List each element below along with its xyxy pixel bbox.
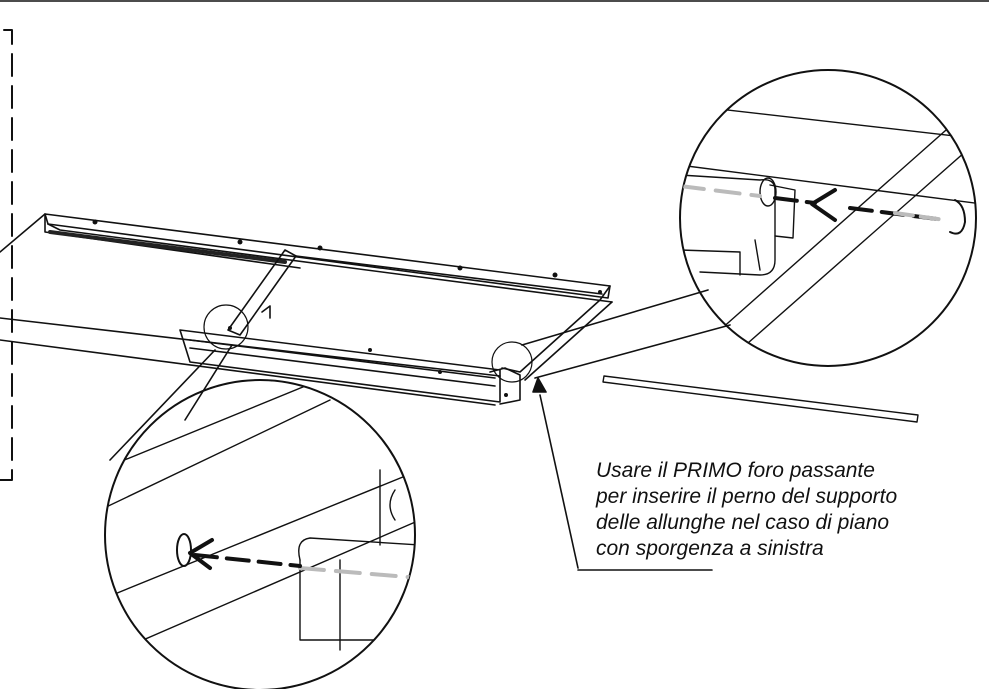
arrow-left-dashed-icon (188, 538, 214, 570)
instruction-line-1: Usare il PRIMO foro passante (596, 459, 875, 482)
arrow-left-dashed-icon (810, 188, 837, 222)
detail-marker-left (203, 304, 249, 350)
leader-right-top (521, 289, 709, 346)
instruction-line-4: con sporgenza a sinistra (596, 537, 824, 560)
detail-marker-right (491, 341, 533, 383)
instruction-note: Usare il PRIMO foro passante per inserir… (596, 458, 976, 562)
instruction-line-2: per inserire il perno del supporto (596, 485, 898, 508)
instruction-line-3: delle allunghe nel caso di piano (596, 511, 890, 534)
dashed-outline-left (0, 29, 13, 481)
support-pin (602, 375, 919, 423)
table-frame (44, 213, 613, 405)
magnified-detail-left (104, 379, 416, 689)
magnified-detail-right (679, 69, 977, 367)
leader-left (184, 344, 233, 421)
leader-right-bottom (534, 324, 731, 379)
callout-pointer (532, 377, 713, 571)
leader-left-b (109, 349, 216, 461)
table-top-edges (0, 213, 501, 406)
